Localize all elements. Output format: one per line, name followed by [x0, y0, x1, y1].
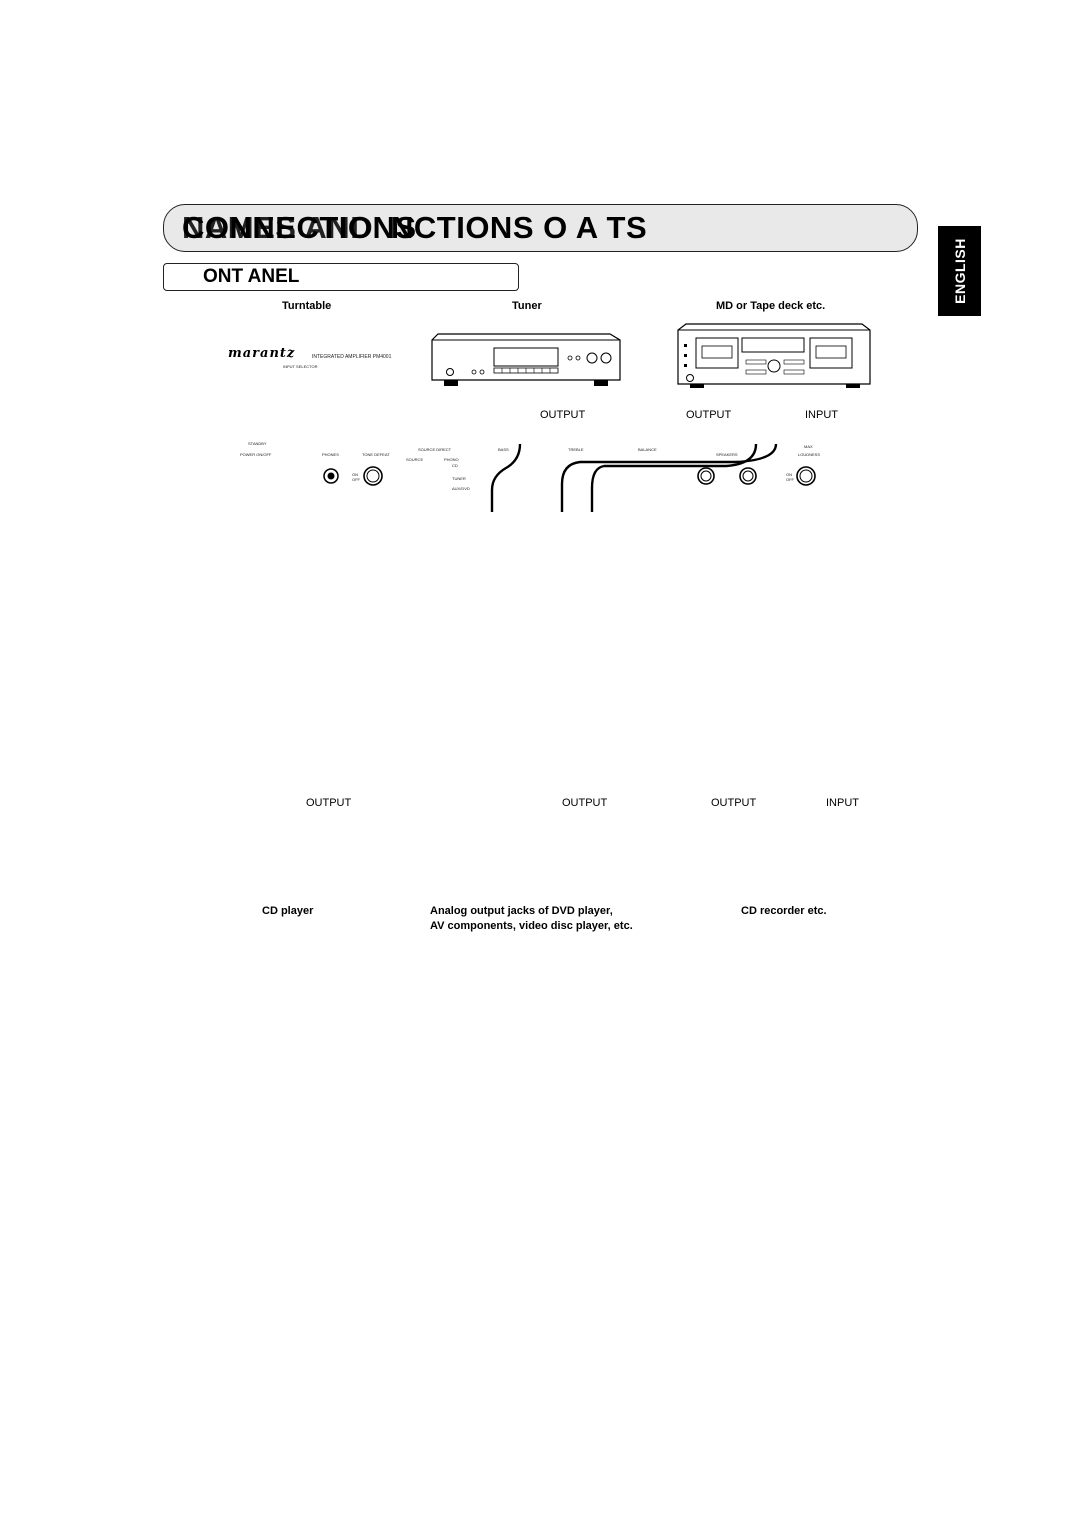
tuner-label: Tuner — [512, 300, 542, 312]
balance-label: BALANCE — [638, 447, 657, 452]
language-tab — [938, 226, 981, 316]
speaker-button-icon — [697, 467, 715, 485]
on-label-2: ON — [786, 472, 792, 477]
page-title-tail: NCTIONS O A TS — [391, 210, 648, 245]
off-label-2: OFF — [786, 477, 794, 482]
phones-jack-icon — [363, 466, 383, 486]
aux-label: AUX/DVD — [452, 486, 470, 491]
marantz-logo: marantz — [228, 346, 296, 361]
on-label-1: ON — [352, 472, 358, 477]
source-direct-label: SOURCE DIRECT — [418, 447, 452, 452]
cdr-input-label: INPUT — [826, 797, 859, 809]
volume-knob-icon — [796, 466, 816, 486]
tuner-illustration — [431, 333, 621, 386]
tape-deck-illustration — [677, 323, 871, 388]
cdr-output-label: OUTPUT — [711, 797, 757, 809]
max-label: MAX — [804, 444, 813, 449]
source-label: SOURCE — [406, 457, 424, 462]
off-label-1: OFF — [352, 477, 360, 482]
section-bar — [163, 263, 519, 291]
power-button-icon — [323, 468, 339, 484]
page-title: CONNECTIONS — [182, 210, 417, 245]
tape-input-label: INPUT — [805, 409, 838, 421]
tape-output-label: OUTPUT — [686, 409, 732, 421]
loudness-button-icon — [739, 467, 757, 485]
cd-player-label: CD player — [262, 905, 314, 917]
power-label: POWER ON/OFF — [240, 452, 272, 457]
page-title-overlay: NAMES AND — [182, 210, 374, 245]
tuner-selector-label: TUNER — [452, 476, 466, 481]
phono-label: PHONO — [444, 457, 459, 462]
amplifier-model: INTEGRATED AMPLIFIER PM4001 — [312, 354, 392, 360]
cd-output-label: OUTPUT — [306, 797, 352, 809]
section-title: ONT ANEL — [203, 266, 300, 287]
input-selector-label: INPUT SELECTOR — [283, 364, 318, 369]
tone-defeat-label: TONE DEFEAT — [362, 452, 390, 457]
dvd-label-line1: Analog output jacks of DVD player, — [430, 905, 613, 917]
cd-recorder-label: CD recorder etc. — [741, 905, 827, 917]
dvd-label-line2: AV components, video disc player, etc. — [430, 920, 633, 932]
title-bar — [163, 204, 918, 252]
bass-label: BASS — [498, 447, 509, 452]
standby-label: STANDBY — [248, 441, 267, 446]
amplifier-controls — [323, 443, 816, 512]
tuner-output-label: OUTPUT — [540, 409, 586, 421]
speakers-label: SPEAKERS — [716, 452, 738, 457]
turntable-label: Turntable — [282, 300, 332, 312]
language-label: ENGLISH — [951, 238, 968, 304]
treble-label: TREBLE — [568, 447, 584, 452]
md-tape-label: MD or Tape deck etc. — [716, 300, 826, 312]
cd-label: CD — [452, 463, 458, 468]
dvd-output-label: OUTPUT — [562, 797, 608, 809]
loudness-label: LOUDNESS — [798, 452, 821, 457]
phones-label: PHONES — [322, 452, 339, 457]
